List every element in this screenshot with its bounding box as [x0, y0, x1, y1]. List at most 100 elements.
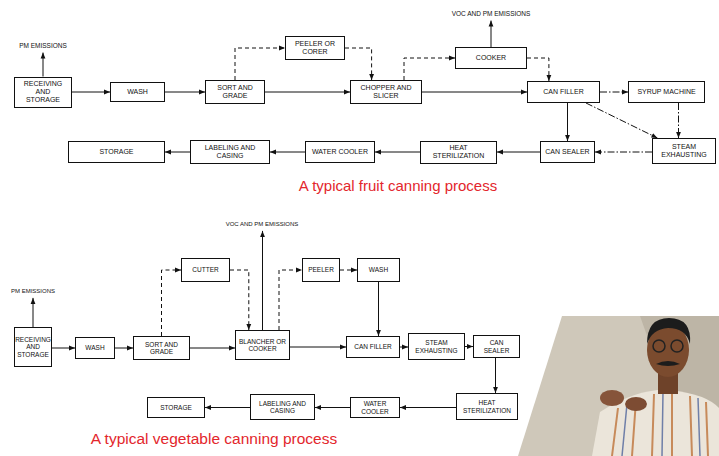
flow-arrow — [404, 58, 455, 80]
hand — [625, 397, 647, 411]
emission-label: PM EMISSIONS — [19, 42, 67, 49]
flow-arrow — [230, 270, 249, 330]
box-text: CAN SEALER — [545, 148, 589, 156]
box-text: PEELER — [308, 266, 334, 273]
flow-arrow — [52, 348, 75, 349]
flow-arrow — [378, 282, 379, 336]
box-text: STORAGE — [160, 404, 192, 411]
process-box: CAN FILLER — [346, 336, 400, 358]
box-text: CHOPPER AND SLICER — [354, 84, 418, 100]
process-box: CUTTER — [181, 258, 230, 282]
flow-arrow — [495, 358, 496, 393]
emission-label: VOC AND PM EMISSIONS — [226, 221, 299, 228]
flow-arrow — [279, 270, 302, 330]
flow-arrow — [497, 152, 540, 153]
process-box: HEAT STERILIZATION — [420, 141, 497, 164]
process-box: PEELER OR CORER — [285, 36, 345, 60]
flow-arrow — [400, 347, 408, 348]
flow-arrow — [72, 92, 110, 93]
box-text: STORAGE — [99, 148, 133, 156]
flow-arrow — [527, 58, 549, 81]
process-box: SYRUP MACHINE — [628, 81, 705, 103]
flow-arrow — [600, 92, 628, 93]
process-box: LABELING AND CASING — [190, 140, 270, 164]
process-box: STEAM EXHAUSTING — [652, 138, 716, 164]
box-text: STEAM EXHAUSTING — [656, 143, 712, 159]
process-box: LABELING AND CASING — [250, 394, 315, 420]
process-box: HEAT STERILIZATION — [456, 393, 518, 420]
box-text: RECEIVING AND STORAGE — [15, 336, 51, 358]
box-text: COOKER — [476, 54, 506, 62]
box-text: LABELING AND CASING — [194, 144, 266, 160]
flow-arrow — [190, 348, 235, 349]
box-text: WASH — [369, 266, 388, 273]
box-text: WATER COOLER — [312, 148, 368, 156]
box-text: PEELER OR CORER — [289, 40, 341, 56]
box-text: SORT AND GRADE — [137, 341, 186, 356]
flow-arrow — [375, 152, 420, 153]
process-box: STEAM EXHAUSTING — [408, 333, 465, 360]
process-box: STORAGE — [68, 141, 165, 163]
process-box: CAN FILLER — [527, 81, 600, 103]
box-text: STEAM EXHAUSTING — [412, 339, 461, 354]
process-box: SORT AND GRADE — [205, 80, 265, 104]
emission-label: VOC AND PM EMISSIONS — [452, 10, 531, 17]
flow-arrow — [165, 92, 205, 93]
emission-arrow — [33, 298, 34, 327]
glasses — [653, 340, 665, 352]
process-box: CHOPPER AND SLICER — [350, 80, 422, 104]
photo-background — [518, 316, 719, 456]
process-box: SORT AND GRADE — [133, 336, 190, 360]
flow-arrow — [165, 152, 190, 153]
emission-arrow — [491, 21, 492, 48]
box-text: CAN FILLER — [354, 343, 392, 350]
process-box: WASH — [75, 337, 115, 359]
flow-arrow — [162, 270, 182, 336]
process-box: STORAGE — [147, 397, 205, 418]
diagram-caption: A typical vegetable canning process — [91, 430, 337, 448]
mustache — [656, 361, 680, 366]
process-box: RECEIVING AND STORAGE — [14, 327, 52, 367]
flow-arrow — [315, 407, 350, 408]
box-text: HEAT STERILIZATION — [424, 144, 493, 160]
emission-label: PM EMISSIONS — [11, 288, 55, 295]
hair — [647, 318, 690, 344]
shirt — [592, 390, 719, 456]
box-text: WASH — [85, 344, 104, 351]
process-box: RECEIVING AND STORAGE — [14, 77, 72, 108]
flow-arrow — [340, 270, 357, 271]
emission-arrow — [43, 53, 44, 77]
flow-arrow — [422, 92, 527, 93]
glasses — [671, 340, 683, 352]
box-text: CAN FILLER — [543, 88, 583, 96]
flow-arrow — [400, 407, 456, 408]
flow-arrow — [270, 152, 305, 153]
box-text: CAN SEALER — [477, 339, 516, 354]
flow-arrow — [290, 347, 346, 348]
emission-arrow — [262, 231, 263, 330]
box-text: SYRUP MACHINE — [637, 88, 695, 96]
process-box: COOKER — [455, 47, 527, 69]
box-text: CUTTER — [192, 266, 218, 273]
flow-arrow — [115, 348, 133, 349]
diagram-caption: A typical fruit canning process — [299, 177, 497, 194]
flow-arrow — [345, 48, 372, 80]
process-box: PEELER — [302, 258, 340, 282]
process-box: BLANCHER OR COOKER — [235, 330, 290, 360]
flow-arrow — [567, 103, 568, 141]
flow-arrow — [678, 103, 679, 138]
process-box: CAN SEALER — [540, 141, 595, 163]
box-text: WATER COOLER — [354, 400, 396, 415]
flow-arrow — [586, 103, 657, 138]
process-box: CAN SEALER — [473, 335, 520, 358]
flow-arrow — [205, 407, 250, 408]
box-text: SORT AND GRADE — [209, 84, 261, 100]
box-text: BLANCHER OR COOKER — [239, 338, 286, 353]
flow-arrow — [235, 48, 285, 80]
process-box: WATER COOLER — [305, 141, 375, 163]
process-box: WATER COOLER — [350, 397, 400, 418]
hand — [600, 390, 624, 406]
